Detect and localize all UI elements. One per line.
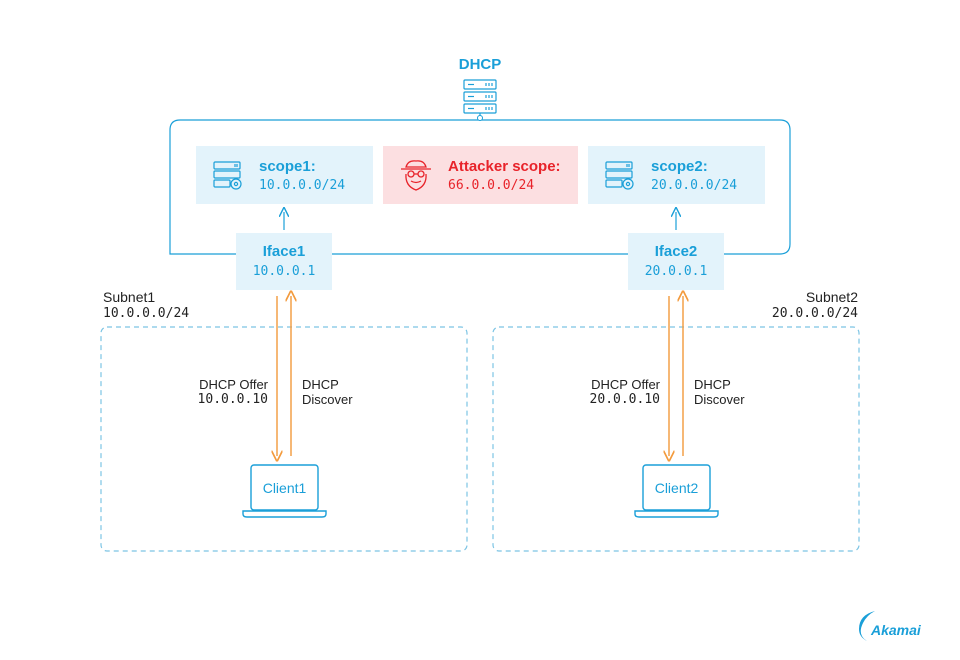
- dhcp-container: [169, 119, 791, 255]
- subnet2-discover-label: DHCP: [694, 377, 731, 392]
- subnet1-name: Subnet1: [103, 289, 156, 305]
- subnet1-boundary: [100, 326, 468, 552]
- attacker-scope-name: Attacker scope:: [448, 158, 561, 175]
- iface1-ip: 10.0.0.1: [252, 264, 316, 279]
- subnet2-offer-label: DHCP Offer: [591, 377, 660, 392]
- subnet1-cidr: 10.0.0.0/24: [103, 306, 190, 321]
- server-gear-icon: [605, 161, 634, 190]
- scope2-cidr: 20.0.0.0/24: [651, 178, 738, 193]
- subnet2-cidr: 20.0.0.0/24: [771, 306, 858, 321]
- akamai-logo-icon: [859, 611, 875, 641]
- akamai-logo-text: Akamai: [871, 622, 921, 638]
- server-icon: [463, 79, 497, 114]
- scope1-name: scope1:: [259, 158, 316, 175]
- subnet2-discover-label-2: Discover: [694, 392, 745, 407]
- spy-icon: [401, 160, 431, 191]
- subnet1-offer-label: DHCP Offer: [199, 377, 268, 392]
- scope2-name: scope2:: [651, 158, 708, 175]
- scope1-cidr: 10.0.0.0/24: [259, 178, 346, 193]
- scope1-box: scope1: 10.0.0.0/24: [196, 146, 373, 204]
- iface1-box: Iface1 10.0.0.1: [236, 233, 332, 290]
- laptop-client1-icon: [242, 464, 327, 518]
- iface2-ip: 20.0.0.1: [644, 264, 708, 279]
- client1-label: Client1: [262, 480, 307, 496]
- server-gear-icon: [213, 161, 242, 190]
- client2-label: Client2: [654, 480, 699, 496]
- subnet1-discover-label-2: Discover: [302, 392, 353, 407]
- iface2-box: Iface2 20.0.0.1: [628, 233, 724, 290]
- subnet1-offer-ip: 10.0.0.10: [197, 392, 268, 407]
- server-label: DHCP: [458, 56, 502, 73]
- server-connector-dot: [477, 115, 483, 121]
- iface2-name: Iface2: [654, 243, 698, 260]
- iface1-name: Iface1: [262, 243, 306, 260]
- attacker-scope-box: Attacker scope: 66.0.0.0/24: [383, 146, 578, 204]
- scope2-box: scope2: 20.0.0.0/24: [588, 146, 765, 204]
- attacker-scope-cidr: 66.0.0.0/24: [448, 178, 535, 193]
- subnet1-discover-label: DHCP: [302, 377, 339, 392]
- subnet2-boundary: [492, 326, 860, 552]
- subnet2-offer-ip: 20.0.0.10: [589, 392, 660, 407]
- laptop-client2-icon: [634, 464, 719, 518]
- subnet2-name: Subnet2: [805, 289, 858, 305]
